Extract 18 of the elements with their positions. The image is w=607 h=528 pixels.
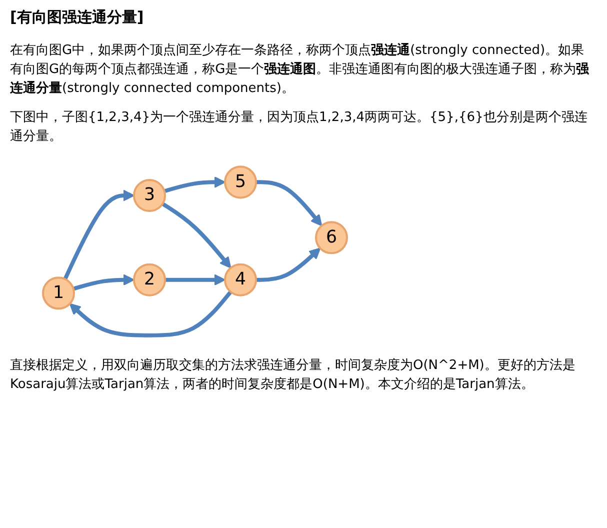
arrow (162, 202, 232, 268)
paragraph: 下图中，子图{1,2,3,4}为一个强连通分量，因为顶点1,2,3,4两两可达。{5},{6}也分别是两个强连通分量。 (10, 109, 588, 146)
node-circle: 5 (224, 166, 258, 199)
paragraph: 在有向图G中，如果两个顶点间至少存在一条路径，称两个顶点强连通(strongly connected)。如果有向图G的每两个顶点都强连通，称G是一个强连通图。非强连通图有向图的极大强连通子图，称为强连通分量(strongly connected components)。 (10, 42, 590, 98)
node-circle: 2 (132, 263, 166, 296)
node-circle: 1 (42, 276, 75, 310)
node-circle: 6 (315, 221, 348, 254)
arrow (256, 180, 322, 226)
node-circle: 3 (132, 179, 166, 212)
arrow (164, 176, 226, 194)
arrow (256, 248, 321, 282)
arrow (63, 190, 135, 280)
arrow (165, 274, 226, 286)
arrow (72, 274, 135, 291)
paragraph: 直接根据定义，用双向遍历取交集的方法求强连通分量，时间复杂度为O(N^2+M)。更好的方法是Kosaraju算法或Tarjan算法，两者的时间复杂度都是O(N+M)。本文介绍的是Tarjan算法。 (10, 357, 576, 394)
node-circle: 4 (224, 263, 258, 296)
arrow (69, 290, 232, 338)
heading: [有向图强连通分量] (10, 8, 144, 27)
